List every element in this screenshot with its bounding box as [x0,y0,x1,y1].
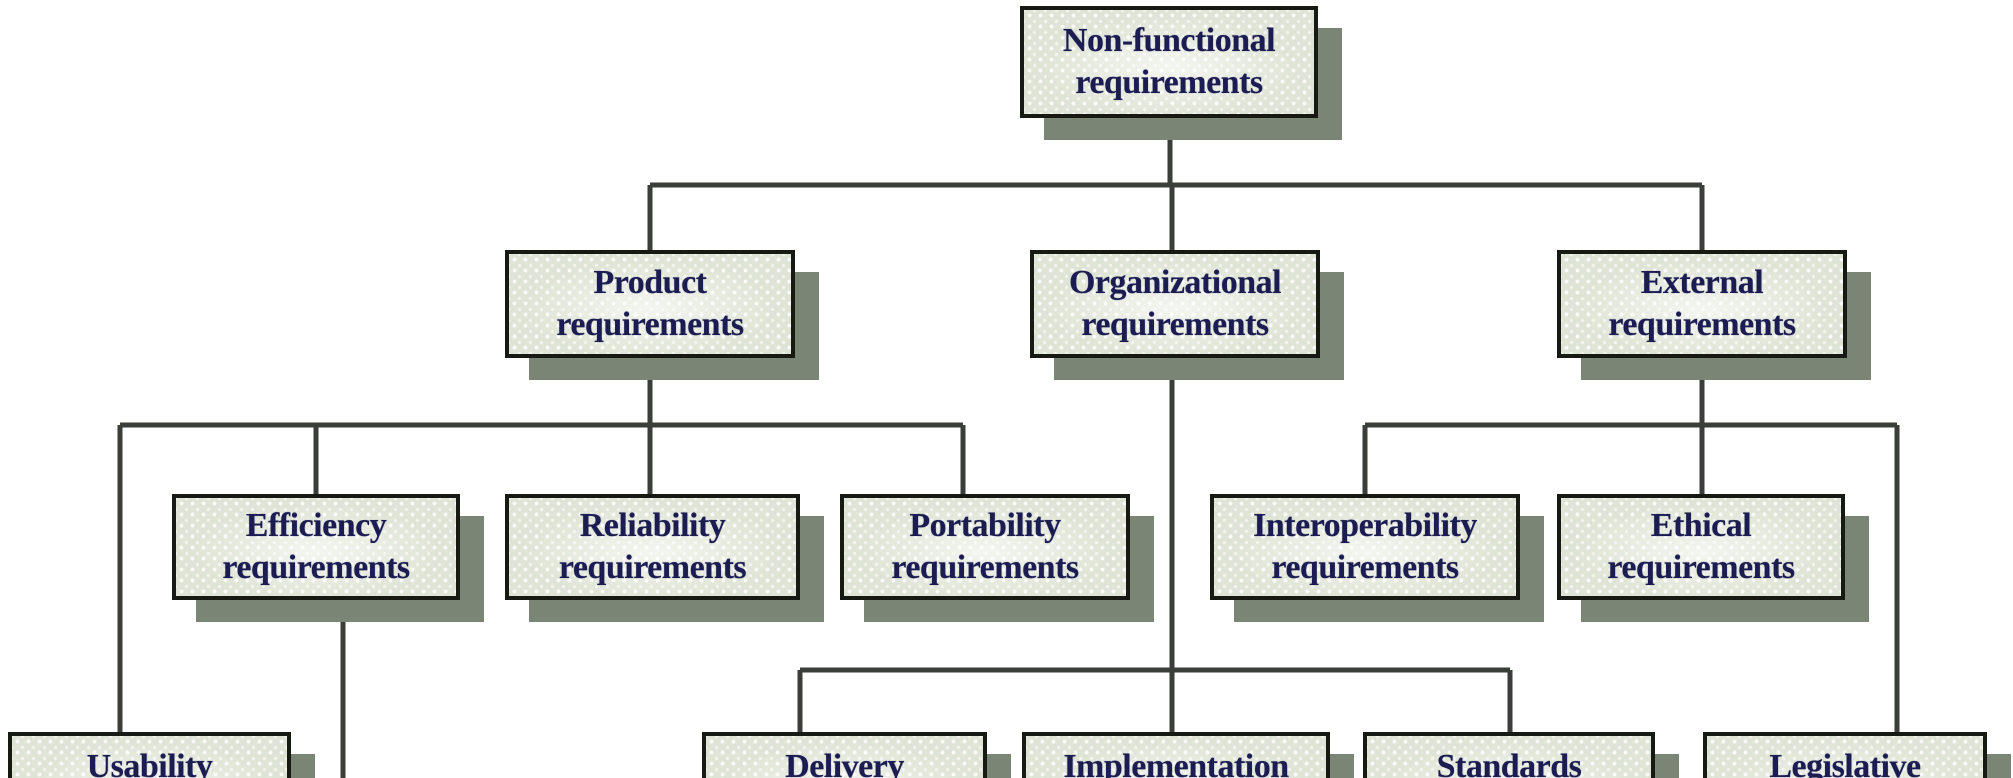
node-non-functional: Non-functional requirements [1020,6,1318,118]
node-delivery: Delivery [702,732,987,778]
node-label-line: External [1640,264,1764,301]
node-implementation: Implementation [1022,732,1330,778]
node-label-line: Interoperability [1253,507,1477,544]
node-label-line: requirements [222,549,410,586]
node-label-line: requirements [556,306,744,343]
node-standards: Standards [1363,732,1655,778]
node-label-line: Implementation [1063,748,1289,778]
node-portability: Portability requirements [840,494,1130,600]
node-legislative: Legislative [1703,732,1987,778]
node-label-line: requirements [1075,64,1263,101]
node-label-line: Delivery [785,748,904,778]
node-label-line: requirements [1607,549,1795,586]
node-label-line: Legislative [1769,748,1921,778]
node-product: Product requirements [505,250,795,358]
node-label-line: requirements [1271,549,1459,586]
node-label-line: requirements [891,549,1079,586]
node-label-line: Non-functional [1062,22,1276,59]
node-label-line: Portability [909,507,1061,544]
node-label-line: requirements [1081,306,1269,343]
node-label-line: Efficiency [245,507,387,544]
node-label-line: Product [593,264,707,301]
node-reliability: Reliability requirements [505,494,800,600]
node-label-line: Ethical [1650,507,1752,544]
node-label-line: Reliability [579,507,726,544]
node-label-line: requirements [1608,306,1796,343]
node-interoperability: Interoperability requirements [1210,494,1520,600]
node-label-line: Organizational [1068,264,1282,301]
node-label-line: Usability [86,748,213,778]
node-label-line: requirements [558,549,747,586]
node-efficiency: Efficiency requirements [172,494,460,600]
node-label-line: Standards [1436,748,1582,778]
node-ethical: Ethical requirements [1557,494,1845,600]
node-organizational: Organizational requirements [1030,250,1320,358]
node-external: External requirements [1557,250,1847,358]
node-usability: Usability [8,732,291,778]
